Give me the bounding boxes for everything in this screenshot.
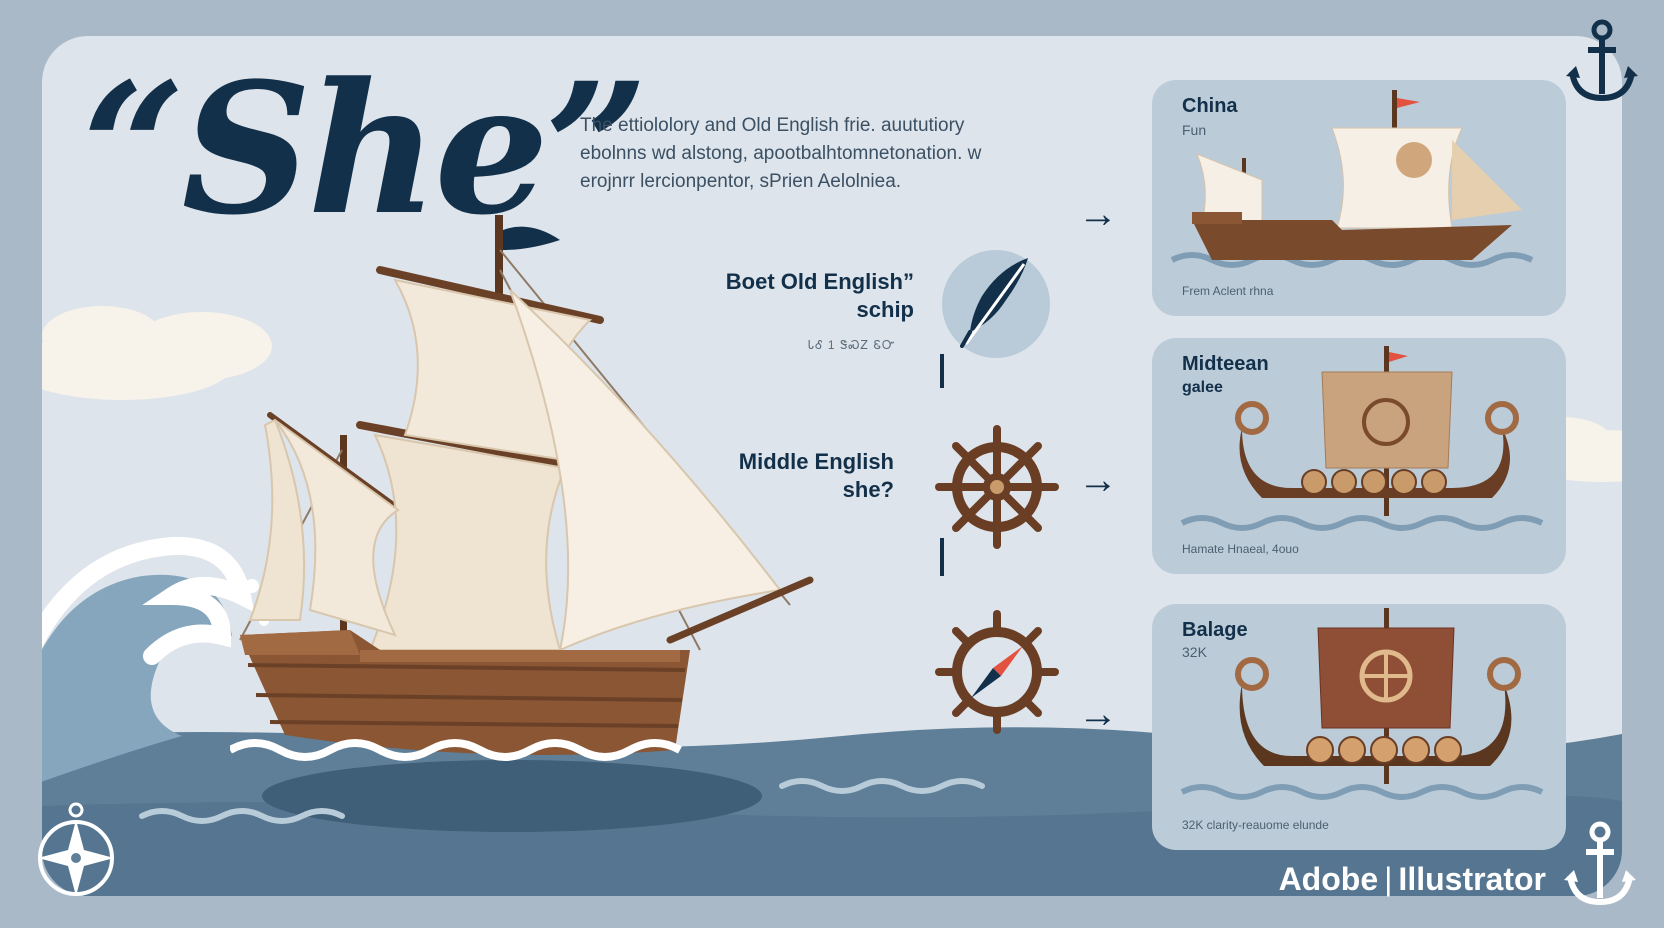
card-caption: Hamate Hnaeal, 4ouo <box>1182 542 1299 556</box>
timeline-stage-old-english: Boet Old English” schip <box>700 268 914 324</box>
card-title: Midteean galee <box>1182 353 1269 396</box>
stage-label-line: she? <box>842 477 894 502</box>
arrow-right-icon: → <box>1078 458 1118 502</box>
compass-wheel-icon <box>935 610 1059 734</box>
ship-wheel-icon <box>935 425 1059 549</box>
arrow-right-icon: → <box>1078 192 1118 236</box>
card-caption: 32K clarity-reauome elunde <box>1182 818 1329 832</box>
card-subtitle: 32K <box>1182 644 1207 660</box>
ship-card-china: China Fun Frem Aclent rhna <box>1152 80 1566 316</box>
intro-line: The ettiololory and Old English frie. au… <box>580 115 965 136</box>
galley-ship-icon <box>1180 346 1544 531</box>
card-caption: Frem Aclent rhna <box>1182 284 1274 298</box>
anchor-icon <box>1566 19 1638 102</box>
ship-card-longship: Balage 32K 32K clarity-reauome elunde <box>1152 604 1566 850</box>
longship-icon <box>1180 608 1544 800</box>
card-title: Balage <box>1182 619 1248 641</box>
card-subtitle: Fun <box>1182 122 1207 138</box>
stage-label-line: Boet Old English” <box>725 269 914 294</box>
brand-separator: | <box>1384 861 1393 897</box>
stage-label-line: schip <box>856 297 914 322</box>
intro-line: erojnrr lercionpentor, sPrien Aelolniea. <box>580 171 902 192</box>
anchor-icon <box>1564 821 1636 906</box>
brand-product: Illustrator <box>1398 861 1546 897</box>
intro-paragraph: The ettiololory and Old English frie. au… <box>580 112 1050 196</box>
stage-note: ᏓᎴ 1 ᏕᏍᏃ ᏋᏅ <box>808 338 896 352</box>
intro-line: ebolnns wd alstong, apootbalhtomnetonati… <box>580 143 982 164</box>
quill-icon <box>942 250 1050 358</box>
page-title: “She” <box>82 44 648 255</box>
arrow-right-icon: → <box>1078 692 1118 736</box>
main-sailing-ship <box>230 215 814 761</box>
pennant-flag <box>503 226 560 250</box>
stage-label-line: Middle English <box>738 449 894 474</box>
junk-ship-icon <box>1170 90 1534 268</box>
card-title: China <box>1182 95 1238 117</box>
cloud-left <box>42 306 272 400</box>
brand-logo: Adobe|Illustrator <box>1279 861 1546 898</box>
ship-card-galley: Midteean galee Hamate Hnaeal, 4ouo <box>1152 338 1566 574</box>
compass-rose-icon <box>38 802 114 896</box>
brand-name: Adobe <box>1278 861 1379 897</box>
timeline-stage-middle-english: Middle English she? <box>680 448 894 504</box>
